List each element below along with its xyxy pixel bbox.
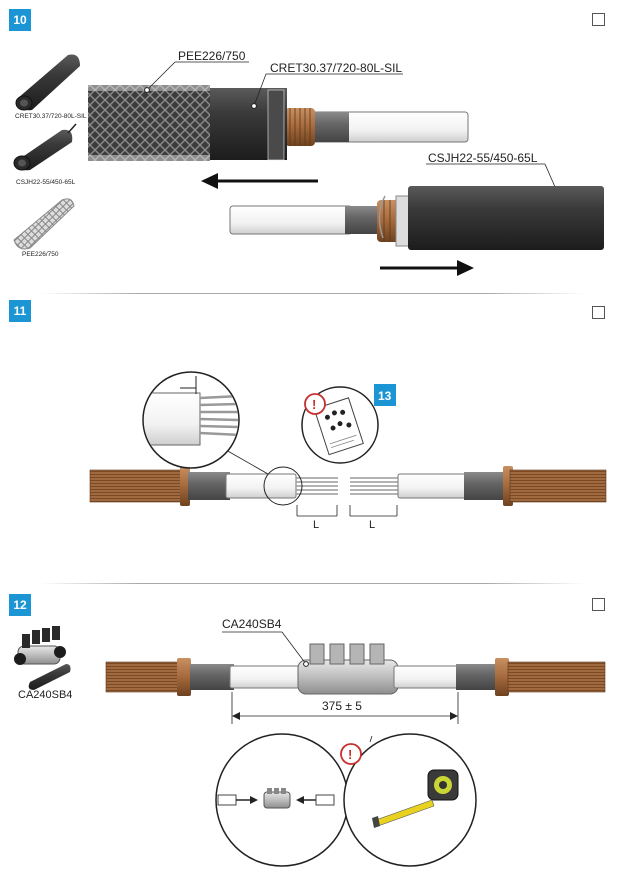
ref-step-13-badge: 13: [378, 389, 392, 403]
dimension-375: 375 ± 5: [322, 699, 362, 713]
step-11-badge: 11: [9, 300, 31, 322]
dim-l-right: L: [369, 519, 375, 531]
divider-2: [40, 583, 585, 584]
kit-item-csjh-tube: [13, 123, 77, 171]
kit-label-connector: CA240SB4: [18, 689, 72, 701]
step-12-badge: 12: [9, 594, 31, 616]
detail-tape-measure: [343, 733, 477, 867]
zoom-detail-cut: [142, 371, 240, 469]
callout-csjh: CSJH22-55/450-65L: [428, 151, 538, 165]
callout-pee: PEE226/750: [178, 49, 246, 63]
step-11-checkbox[interactable]: [592, 306, 605, 319]
kit-item-connector: [14, 626, 71, 690]
step-10-checkbox[interactable]: [592, 13, 605, 26]
detail-insert-cables: [215, 733, 349, 867]
kit-item-cret-tube: [15, 54, 80, 111]
kit-label-cret: CRET30.37/720-80L-SIL: [15, 113, 87, 120]
callout-connector: CA240SB4: [222, 617, 282, 631]
step-10-badge: 10: [9, 9, 31, 31]
step10-upper-cable: [88, 85, 469, 161]
divider-1: [40, 293, 585, 294]
step11-cable-right: [350, 466, 607, 506]
svg-text:!: !: [348, 747, 352, 762]
warning-icon: !: [304, 393, 326, 415]
kit-item-pee-mesh: [13, 198, 75, 250]
step11-cable-left: [89, 466, 338, 506]
callout-cret: CRET30.37/720-80L-SIL: [270, 61, 402, 75]
dim-l-left: L: [313, 519, 319, 531]
kit-label-csjh: CSJH22-55/450-65L: [16, 179, 76, 186]
step12-cable-assembly: [105, 643, 606, 696]
step-12-checkbox[interactable]: [592, 598, 605, 611]
warning-icon: !: [340, 743, 362, 765]
kit-label-pee: PEE226/750: [22, 251, 59, 258]
svg-text:!: !: [312, 397, 316, 412]
step10-lower-cable: [229, 186, 604, 250]
